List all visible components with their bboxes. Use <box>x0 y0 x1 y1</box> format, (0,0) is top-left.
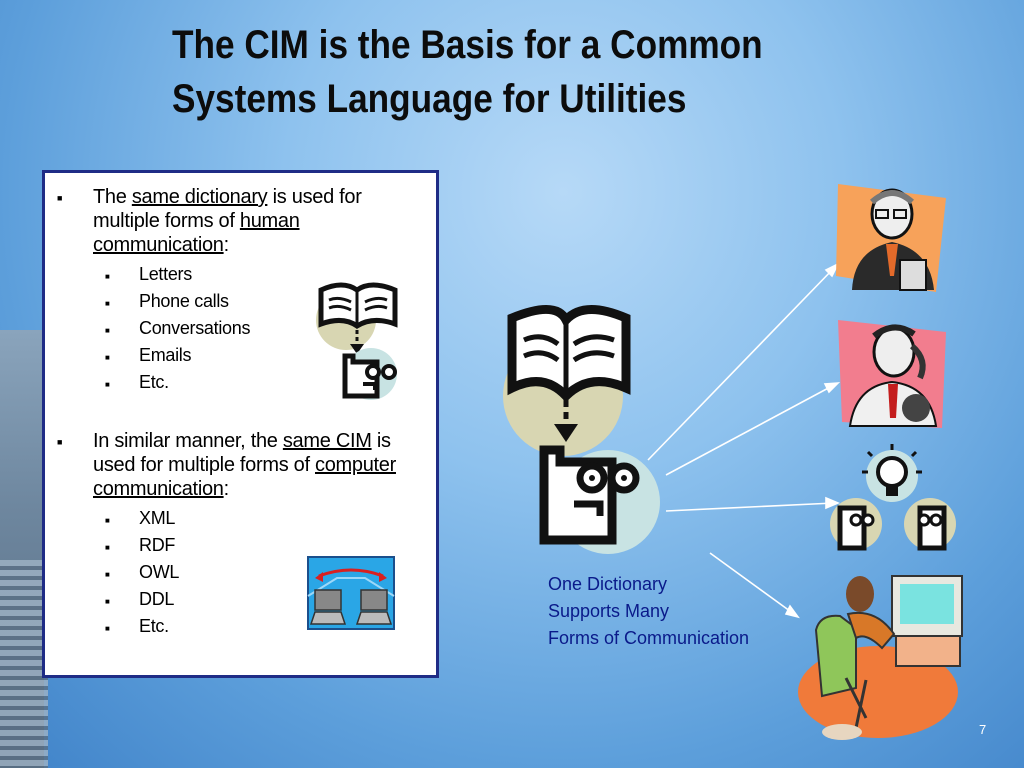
sub-bullet-marker: ■ <box>105 272 110 281</box>
sub-bullet-marker: ■ <box>105 624 110 633</box>
sub-item: Etc. <box>139 616 169 636</box>
same-dictionary-link: same dictionary <box>131 186 268 208</box>
man-at-computer-icon <box>798 575 963 740</box>
sub-bullet-marker: ■ <box>105 380 110 389</box>
human-communication-link: human communication <box>93 210 300 256</box>
sub-item: Emails <box>139 345 192 365</box>
content-panel: ■ The same dictionary is used for multip… <box>42 170 439 678</box>
sub-bullet-marker: ■ <box>105 516 110 525</box>
bullet-2-text: In similar manner, the same CIM is used … <box>93 430 396 500</box>
bullet-1-text: The same dictionary is used for multiple… <box>93 186 362 256</box>
caption-line-1: One Dictionary <box>548 574 668 594</box>
lightbulb-people-icon <box>830 444 956 551</box>
same-cim-link: same CIM <box>282 430 372 452</box>
caption-line-2: Supports Many <box>548 601 670 621</box>
sub-bullet-marker: ■ <box>105 570 110 579</box>
sub-item: Letters <box>139 264 192 284</box>
sub-item: DDL <box>139 589 175 609</box>
diagram-caption: One Dictionary Supports Many Forms of Co… <box>548 571 749 652</box>
sub-bullet-marker: ■ <box>105 326 110 335</box>
slide-title: The CIM is the Basis for a Common System… <box>172 18 841 126</box>
title-line-1: The CIM is the Basis for a Common <box>172 23 763 67</box>
sub-bullet-marker: ■ <box>105 597 110 606</box>
computer-communication-link: computer communication <box>93 454 396 500</box>
sub-item: OWL <box>139 562 180 582</box>
book-face-small-icon <box>316 282 398 400</box>
page-number: 7 <box>979 722 987 737</box>
caption-line-3: Forms of Communication <box>548 628 750 648</box>
bullet-marker: ■ <box>57 193 63 203</box>
sub-item: Etc. <box>139 372 169 392</box>
computers-network-icon <box>307 556 395 630</box>
bullet-marker: ■ <box>57 437 63 447</box>
sub-bullet-marker: ■ <box>105 299 110 308</box>
book-face-large-icon <box>503 305 660 554</box>
sub-item: Phone calls <box>139 291 229 311</box>
sub-item: RDF <box>139 535 176 555</box>
background-building <box>0 300 48 768</box>
arrows-connectors <box>647 262 840 619</box>
sub-bullet-marker: ■ <box>105 543 110 552</box>
title-line-2: Systems Language for Utilities <box>172 77 687 121</box>
sub-item: XML <box>139 508 176 528</box>
sub-item: Conversations <box>139 318 251 338</box>
sub-bullet-marker: ■ <box>105 353 110 362</box>
man-phone-icon <box>838 320 946 428</box>
businessman-notepad-icon <box>836 184 946 292</box>
